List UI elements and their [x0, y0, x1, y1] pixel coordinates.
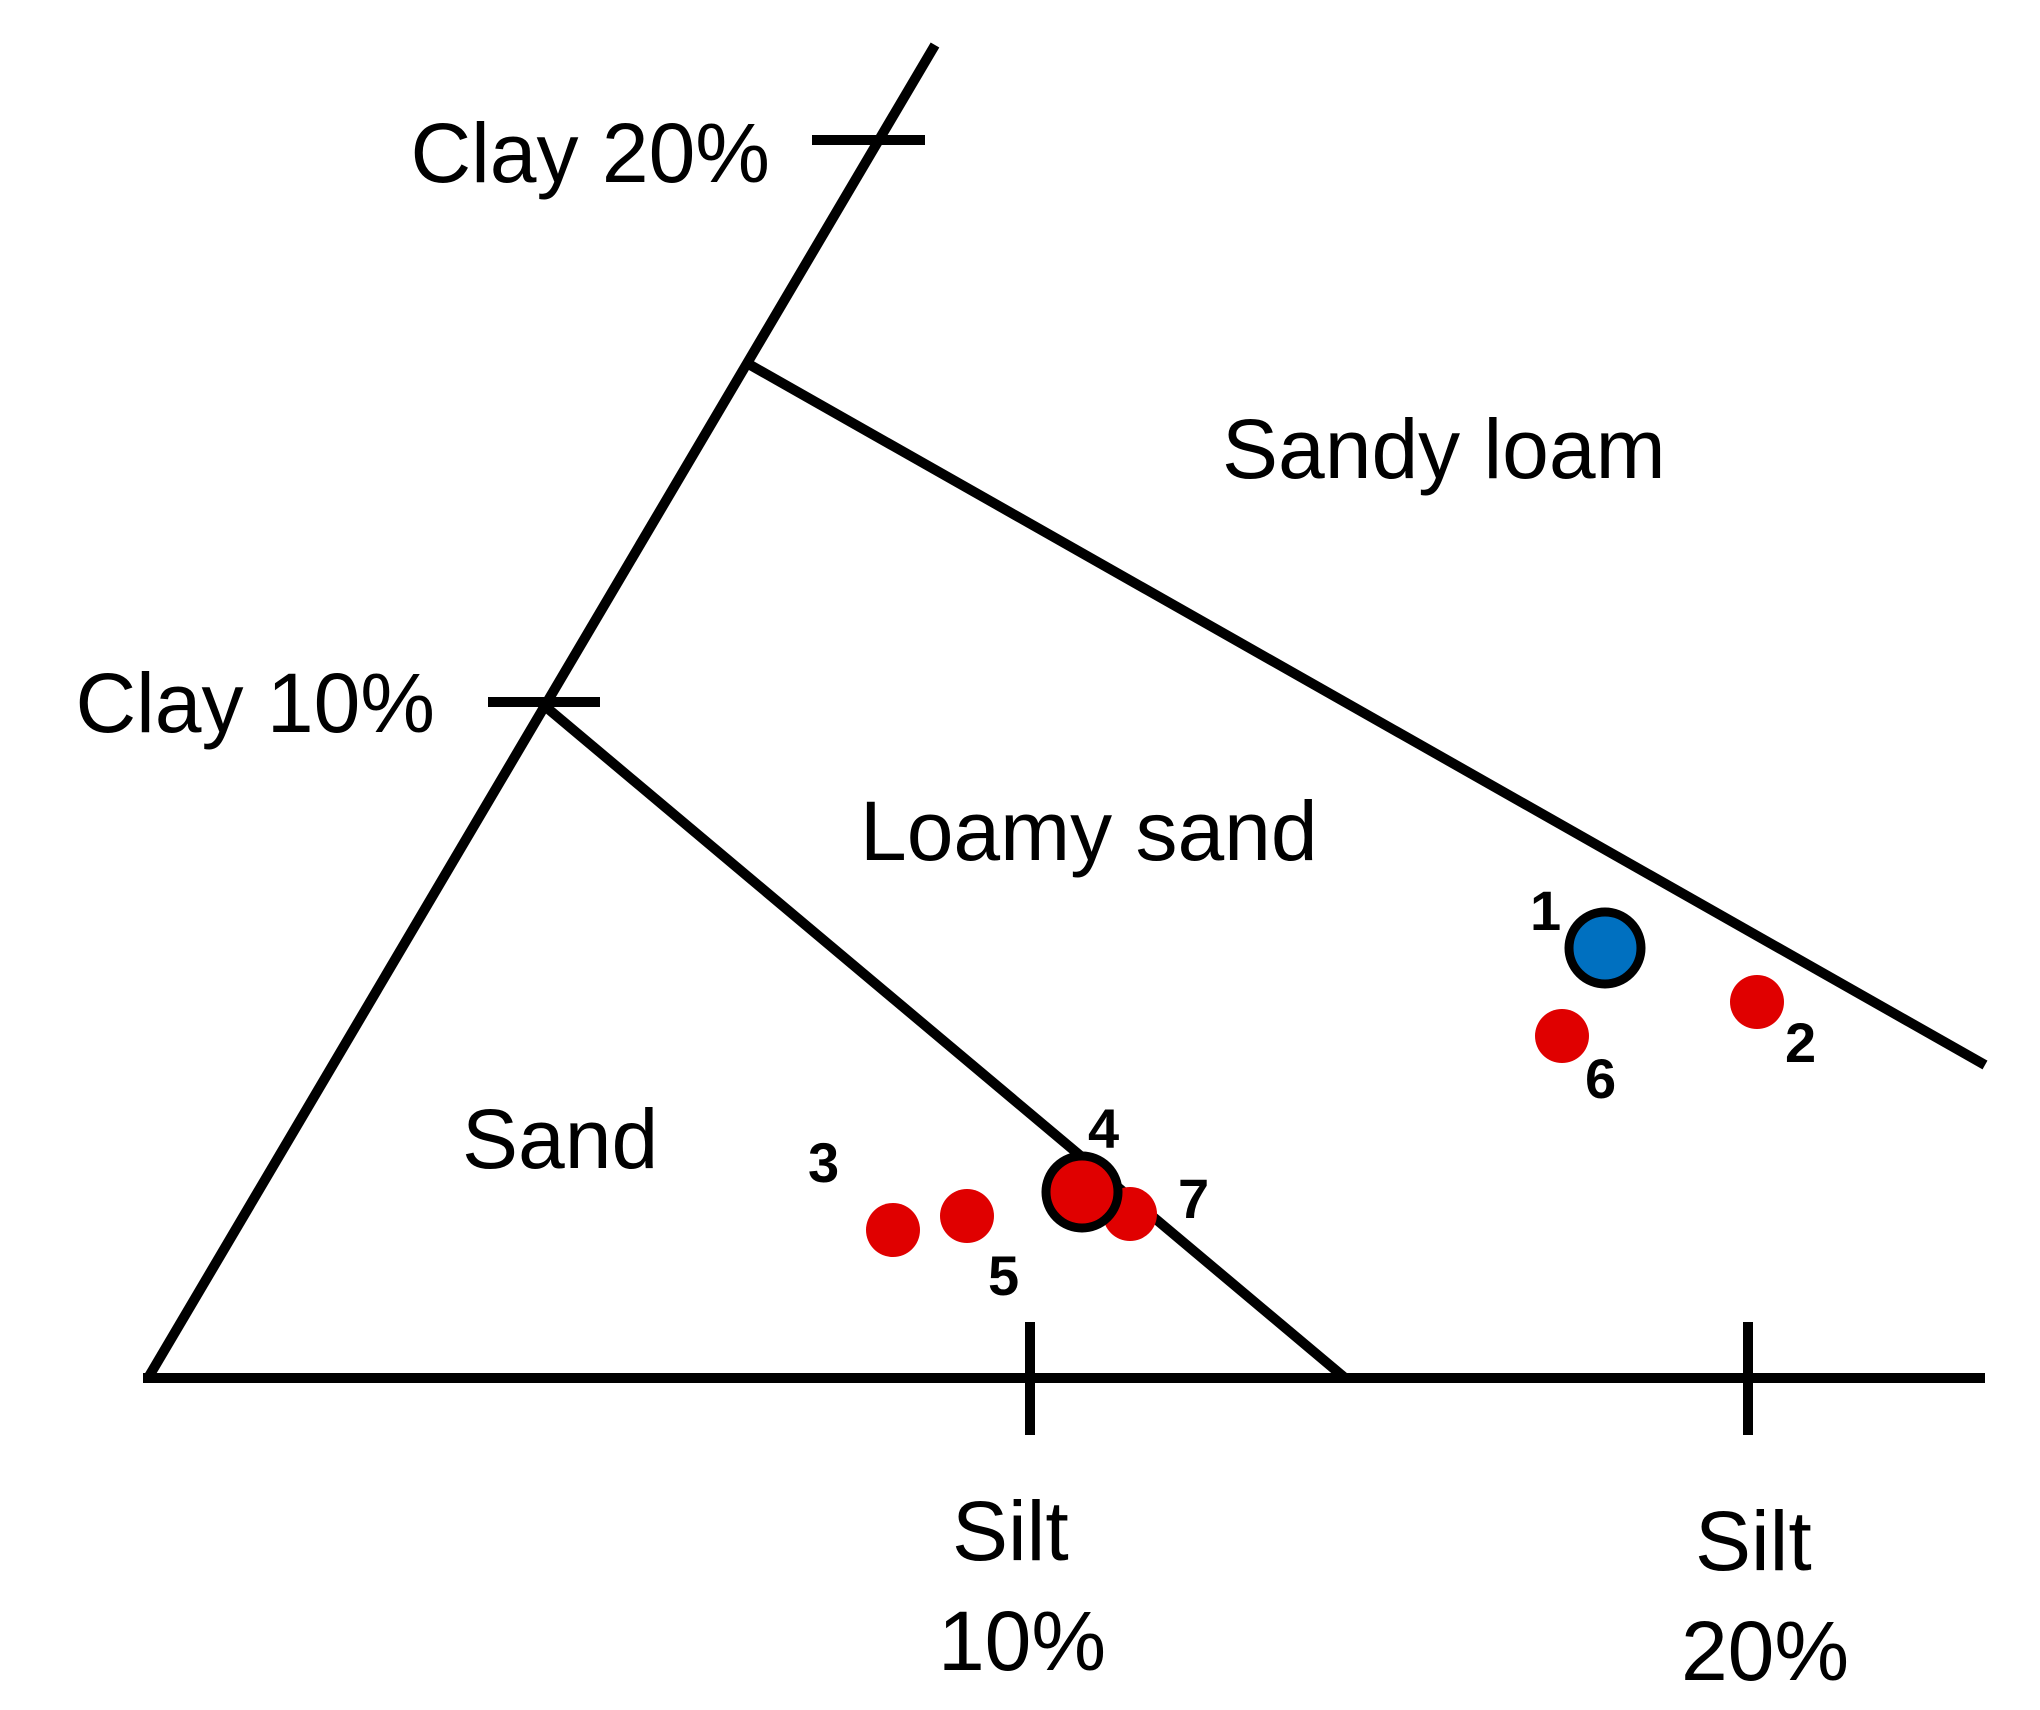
silt-10-label: Silt 10%	[938, 1484, 1106, 1688]
point-6-label: 6	[1585, 1047, 1616, 1110]
sample-points	[866, 907, 1784, 1257]
point-labels: 1 2 3 4 5 6 7	[808, 879, 1816, 1307]
clay-10-label: Clay 10%	[75, 656, 435, 750]
sandy-loam-boundary	[742, 357, 1988, 1070]
point-1-marker	[1564, 907, 1646, 989]
region-loamy-sand-label: Loamy sand	[860, 784, 1318, 878]
point-6-marker	[1535, 1009, 1589, 1063]
point-4-marker	[1041, 1151, 1123, 1233]
silt-10-label-line2: 10%	[938, 1594, 1106, 1688]
sand-loamy-sand-boundary	[536, 698, 1349, 1382]
clay-axis-line	[143, 42, 940, 1381]
point-7-label: 7	[1178, 1167, 1209, 1230]
region-sandy-loam-label: Sandy loam	[1222, 402, 1666, 496]
silt-20-label-line1: Silt	[1695, 1494, 1812, 1588]
point-3-label: 3	[808, 1131, 839, 1194]
silt-20-label-line2: 20%	[1681, 1604, 1849, 1698]
silt-20-label: Silt 20%	[1681, 1494, 1849, 1698]
point-4-label: 4	[1088, 1097, 1119, 1160]
point-2-marker	[1730, 975, 1784, 1029]
point-1-label: 1	[1530, 879, 1561, 942]
silt-10-label-line1: Silt	[952, 1484, 1069, 1578]
region-sand-label: Sand	[462, 1092, 658, 1186]
point-3-marker	[866, 1203, 920, 1257]
point-2-label: 2	[1785, 1011, 1816, 1074]
point-5-label: 5	[988, 1244, 1019, 1307]
point-5-marker	[940, 1189, 994, 1243]
clay-20-label: Clay 20%	[410, 106, 770, 200]
